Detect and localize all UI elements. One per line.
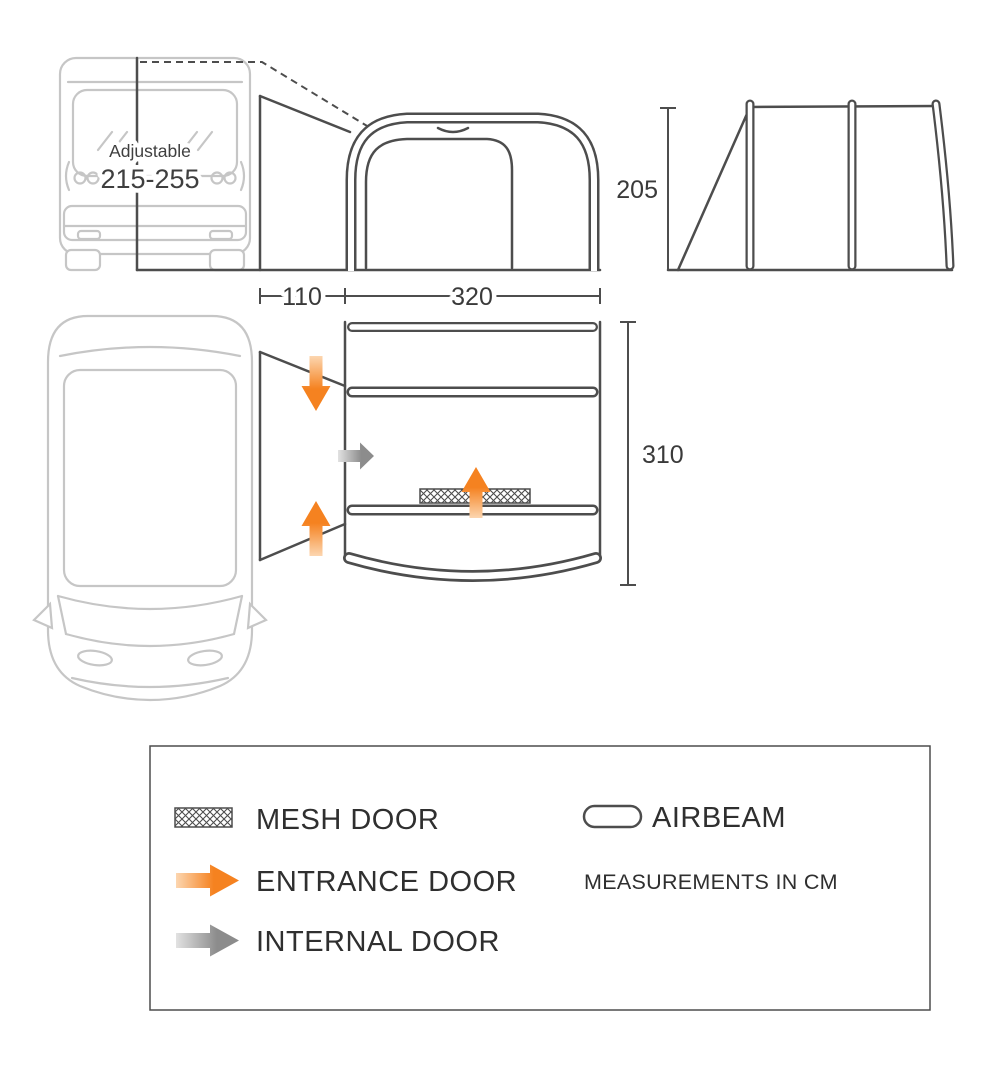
entrance-door-label: ENTRANCE DOOR (256, 866, 517, 898)
entrance-door-arrow-top (301, 356, 331, 411)
entrance-door-arrow-bottom (301, 501, 331, 556)
van-mirror-icon (246, 601, 268, 630)
van-adjustable-range: 215-255 (100, 164, 199, 194)
airbeam-icon (582, 804, 643, 829)
internal-door-arrow (338, 442, 374, 470)
van-headlight-icon (187, 649, 223, 667)
van-plan-windshield-bottom (64, 632, 236, 648)
van-plan-view (32, 314, 268, 702)
awning-front-outline-inner (348, 115, 597, 271)
awning-front-outline (345, 112, 600, 271)
awning-top-handle (436, 126, 470, 134)
internal-door-label: INTERNAL DOOR (256, 926, 500, 958)
legend-box (149, 745, 931, 1011)
van-front-windshield (71, 88, 239, 178)
van-adjustable-label: Adjustable (109, 141, 191, 161)
van-bumper (62, 204, 248, 242)
door-arrows (301, 356, 491, 556)
van-headlight-icon (77, 649, 113, 667)
tunnel-top-edge (258, 94, 352, 134)
entrance-door-icon (176, 864, 239, 897)
height-dim-label: 205 (616, 176, 658, 204)
side-roof-line (748, 104, 940, 109)
van-plan-roof (62, 368, 238, 588)
van-front-label: Adjustable 215-255 (96, 137, 204, 199)
depth-dimension: 310 (620, 321, 684, 586)
van-foglight-icon (76, 229, 102, 241)
mesh-door-label: MESH DOOR (256, 804, 439, 836)
airbeam-front-curved-inner (345, 554, 600, 580)
van-headlight-icon (73, 171, 87, 185)
airbeam-label: AIRBEAM (652, 802, 786, 834)
height-dimension: 205 (616, 107, 676, 270)
van-pillar-left (64, 160, 71, 192)
airbeam-pole-rear-inner (933, 101, 953, 269)
tunnel-depth-dim-label: 110 (282, 283, 322, 311)
tunnel-plan-bottom-edge (258, 522, 347, 562)
van-headlight-icon (223, 171, 237, 185)
van-pillar-right (239, 160, 246, 192)
legend: MESH DOOR AIRBEAM ENTRANCE DOOR MEASUREM… (149, 745, 931, 1011)
width-dimensions: 110 320 (259, 279, 601, 316)
tunnel-plan (258, 350, 347, 562)
van-plan-windshield-top (56, 594, 244, 611)
van-wiper-left-icon (96, 130, 129, 152)
van-plan-hood-line (70, 676, 230, 689)
width-dim-label: 320 (451, 283, 493, 311)
van-plan-pillars (56, 594, 244, 636)
van-headlight-icon (210, 171, 224, 185)
internal-door-icon (176, 924, 239, 957)
van-wheel-icon (208, 248, 246, 272)
side-elevation (666, 99, 955, 272)
van-foglight-icon (208, 229, 234, 241)
van-plan-rear-window (58, 345, 242, 358)
mesh-door-icon (174, 807, 233, 828)
depth-dim-label: 310 (642, 441, 684, 469)
van-front-view (58, 56, 252, 272)
side-front-slope (676, 105, 752, 272)
van-wheel-icon (64, 248, 102, 272)
van-wiper-right-icon (181, 130, 214, 152)
van-headlight-icon (86, 171, 100, 185)
tunnel-plan-top-edge (258, 350, 347, 388)
entrance-door-arrow-front (461, 467, 491, 518)
awning-door-panel (364, 137, 514, 270)
van-plan-body (46, 314, 254, 702)
measurements-note: MEASUREMENTS IN CM (584, 870, 838, 894)
awning-plan-view (343, 320, 602, 582)
tunnel-hidden-edge (140, 61, 373, 130)
tunnel-elevation (135, 56, 602, 272)
van-mirror-icon (32, 601, 54, 630)
awning-front-elevation (345, 112, 600, 271)
